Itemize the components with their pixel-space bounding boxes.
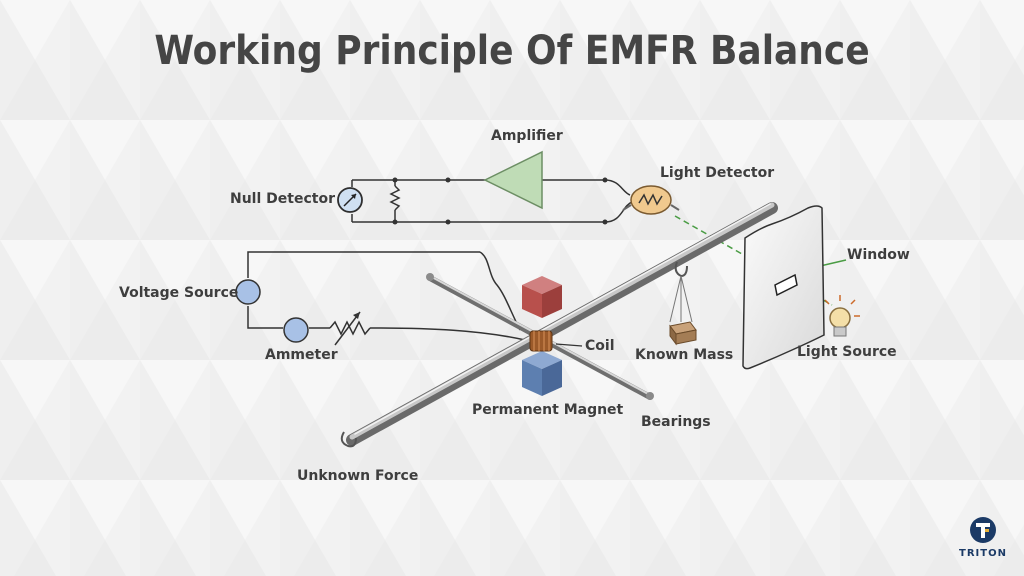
label-light-source: Light Source bbox=[797, 344, 897, 360]
coil-icon bbox=[529, 330, 553, 352]
label-coil: Coil bbox=[585, 338, 615, 354]
balance-beam bbox=[340, 202, 778, 448]
amplifier-symbol bbox=[483, 150, 543, 210]
label-permanent-magnet: Permanent Magnet bbox=[472, 402, 624, 418]
label-unknown-force: Unknown Force bbox=[297, 468, 419, 484]
label-bearings: Bearings bbox=[641, 414, 711, 430]
label-ammeter: Ammeter bbox=[265, 347, 338, 363]
permanent-magnet-bottom bbox=[522, 351, 562, 396]
triton-logo: TRITON bbox=[958, 516, 1008, 559]
permanent-magnet-top bbox=[522, 276, 562, 318]
logo-text: TRITON bbox=[959, 548, 1007, 559]
label-light-detector: Light Detector bbox=[660, 165, 775, 181]
light-bulb bbox=[824, 295, 860, 337]
label-amplifier: Amplifier bbox=[491, 128, 563, 144]
coil-circuit bbox=[247, 251, 526, 346]
window-plate bbox=[742, 205, 825, 370]
label-null-detector: Null Detector bbox=[230, 191, 335, 207]
window-slot bbox=[774, 273, 798, 297]
ammeter-icon bbox=[283, 317, 309, 343]
triton-logo-icon bbox=[970, 517, 996, 543]
label-window: Window bbox=[847, 247, 910, 263]
amplifier-circuit bbox=[351, 177, 633, 225]
known-mass bbox=[669, 261, 697, 346]
light-detector bbox=[622, 185, 680, 215]
voltage-source-icon bbox=[235, 279, 261, 305]
label-voltage-source: Voltage Source bbox=[119, 285, 239, 301]
label-known-mass: Known Mass bbox=[635, 347, 734, 363]
null-detector-meter bbox=[337, 187, 363, 213]
page-title: Working Principle Of EMFR Balance bbox=[154, 28, 870, 74]
